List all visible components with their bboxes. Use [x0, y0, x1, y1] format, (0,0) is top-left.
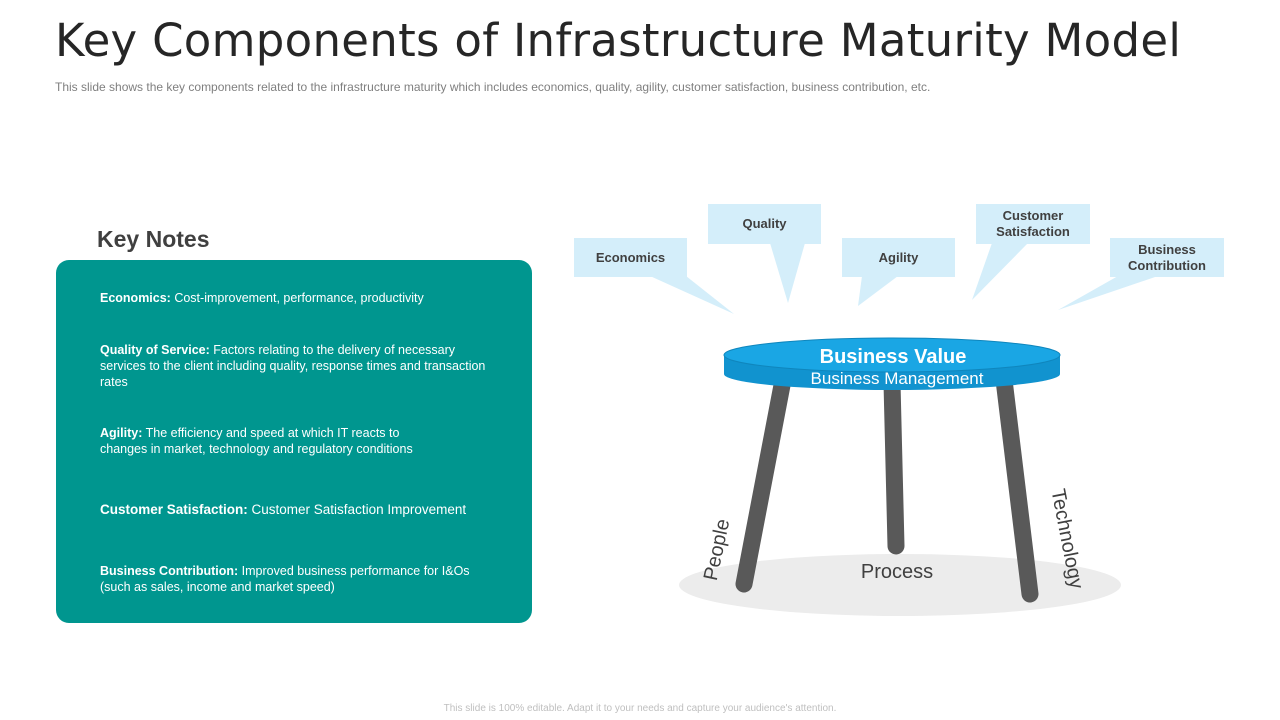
- bubble-customer-satisfaction-shape: [972, 204, 1090, 300]
- bubble-quality: Quality: [742, 216, 787, 231]
- note-text: The efficiency and speed at which IT rea…: [100, 426, 413, 456]
- note-label: Economics:: [100, 291, 171, 305]
- bubble-agility-shape: [842, 238, 955, 306]
- note-quality-of-service: Quality of Service: Factors relating to …: [100, 342, 490, 390]
- note-label: Quality of Service:: [100, 343, 210, 357]
- bubble-business-contribution: Business Contribution: [1128, 241, 1206, 273]
- page-subtitle: This slide shows the key components rela…: [55, 80, 931, 94]
- note-economics: Economics: Cost-improvement, performance…: [100, 290, 500, 306]
- table-title: Business Value: [820, 346, 967, 368]
- note-customer-satisfaction: Customer Satisfaction: Customer Satisfac…: [100, 502, 520, 518]
- note-text: Improved business performance for I&Os (…: [100, 564, 470, 594]
- key-notes-heading: Key Notes: [97, 226, 210, 252]
- page-title: Key Components of Infrastructure Maturit…: [55, 14, 1182, 67]
- bubble-customer-satisfaction: Customer Satisfaction: [996, 208, 1070, 239]
- note-text: Customer Satisfaction Improvement: [247, 502, 467, 517]
- note-agility: Agility: The efficiency and speed at whi…: [100, 425, 440, 457]
- table-top: [724, 338, 1060, 372]
- footer-note: This slide is 100% editable. Adapt it to…: [443, 703, 837, 714]
- table-leg-middle: [883, 374, 905, 555]
- note-business-contribution: Business Contribution: Improved business…: [100, 563, 480, 595]
- note-text: Cost-improvement, performance, productiv…: [170, 291, 424, 305]
- bubble-quality-shape: [708, 204, 821, 303]
- bubble-agility: Agility: [878, 249, 919, 265]
- note-text: Factors relating to the delivery of nece…: [100, 343, 486, 389]
- table-shadow: [679, 554, 1121, 616]
- bubble-economics: Economics: [595, 249, 666, 265]
- bubble-business-contribution-shape: [1058, 238, 1224, 310]
- note-label: Business Contribution:: [100, 564, 239, 578]
- table-subtitle: Business Management: [811, 369, 984, 388]
- note-label: Agility:: [100, 426, 143, 440]
- key-notes-panel: Economics: Cost-improvement, performance…: [56, 260, 532, 623]
- table-leg-right: [995, 371, 1039, 603]
- note-label: Customer Satisfaction:: [100, 502, 248, 517]
- table-leg-left: [735, 371, 792, 593]
- leg-label-process: Process: [861, 561, 933, 583]
- bubble-economics-shape: [574, 238, 734, 314]
